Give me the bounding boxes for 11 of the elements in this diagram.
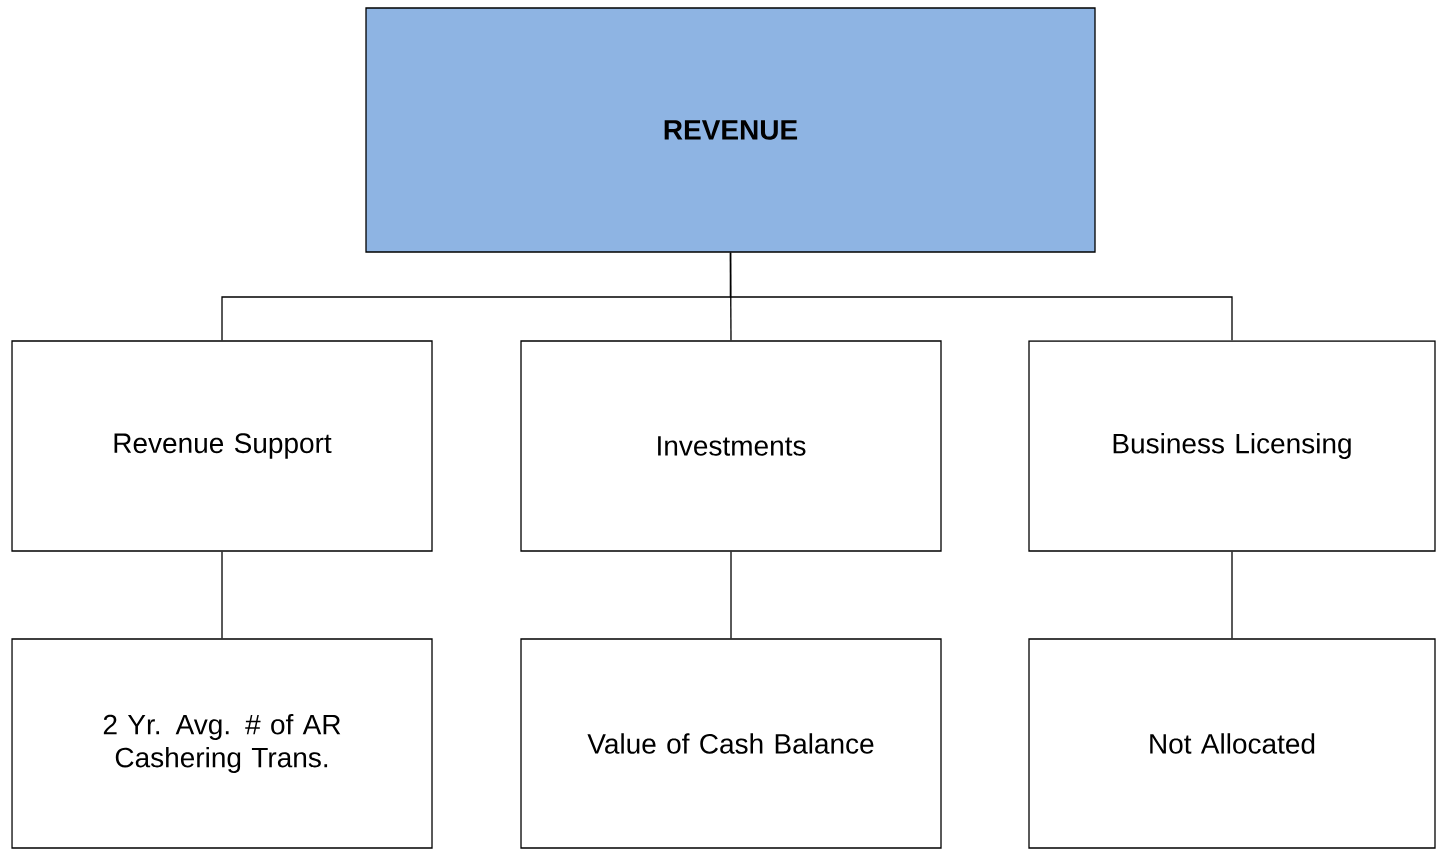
category-box: REVENUE [365,7,1096,253]
connector-line [729,252,1233,341]
process-box: Investments [520,340,942,552]
connector-line [1231,551,1233,639]
process-box: Not Allocated [1028,638,1436,849]
connector-line [221,551,223,639]
process-box: Revenue Support [11,340,433,552]
connector-line [730,551,732,639]
process-box: Business Licensing [1028,340,1436,552]
process-box: Value of Cash Balance [520,638,942,849]
process-box: 2 Yr. Avg. # of AR Cashering Trans. [11,638,433,849]
